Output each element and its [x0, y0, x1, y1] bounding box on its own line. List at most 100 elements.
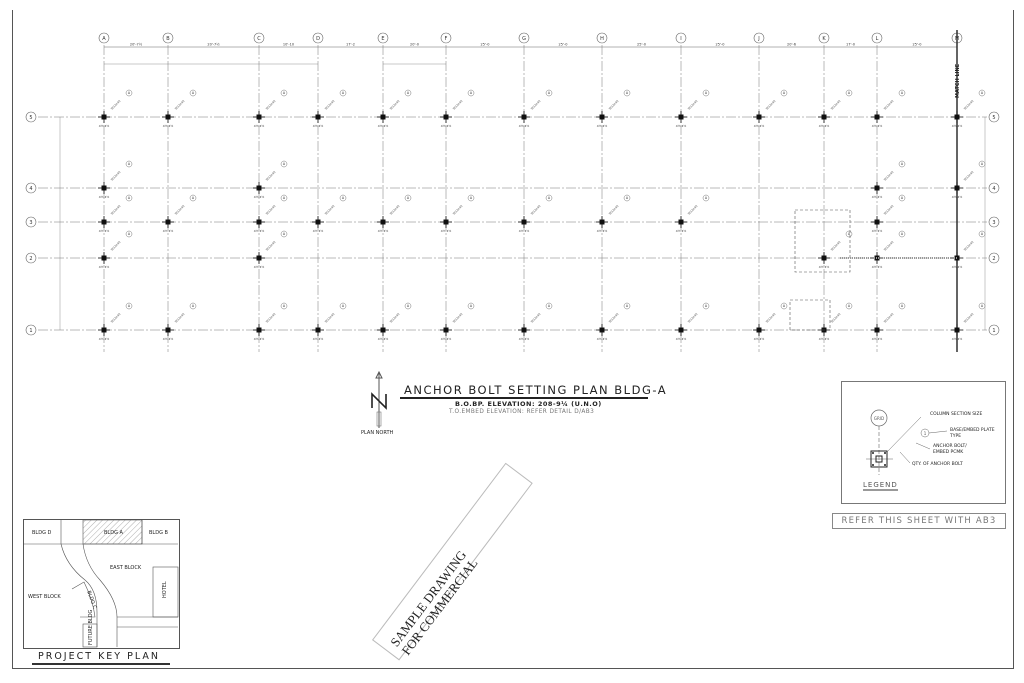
grid-label-5-right: 5 — [992, 115, 995, 121]
plate-type-bubble — [125, 302, 133, 310]
plate-type-label: A — [128, 91, 131, 95]
bolt-spacing-label: 4½ 4½ — [378, 337, 389, 341]
column-size-label: W12x40 — [608, 99, 620, 111]
bolt-spacing-label: 4½ 4½ — [254, 124, 265, 128]
plate-type-bubble — [898, 230, 906, 238]
plate-type-label: A — [128, 196, 131, 200]
column-size-label: W12x40 — [110, 170, 122, 182]
column-size-label: W12x40 — [830, 240, 842, 252]
bolt-spacing-label: 4½ 4½ — [872, 195, 883, 199]
bolt-spacing-label: 4½ 4½ — [597, 229, 608, 233]
plate-type-label: A — [192, 91, 195, 95]
plate-type-label: A — [470, 91, 473, 95]
column-size-label: W12x40 — [452, 204, 464, 216]
bolt-spacing-label: 4½ 4½ — [99, 195, 110, 199]
bolt-spacing-label: 4½ 4½ — [597, 124, 608, 128]
bolt-spacing-label: 4½ 4½ — [754, 124, 765, 128]
column-size-label: W12x40 — [830, 99, 842, 111]
grid-bubble-4-right — [988, 182, 1000, 194]
plate-type-label: A — [705, 91, 708, 95]
grid-label-K: K — [822, 36, 826, 42]
dimension-text: 10'-10 — [283, 43, 294, 47]
dimension-text: 25'-0 — [481, 43, 490, 47]
dimension-text: 17'-0 — [846, 43, 855, 47]
column-size-label: W12x40 — [963, 240, 975, 252]
column-size-label: W12x40 — [963, 312, 975, 324]
sheet-border — [12, 10, 1014, 669]
opening-outline — [789, 299, 831, 331]
bolt-spacing-label: 4½ 4½ — [519, 229, 530, 233]
plate-type-label: A — [128, 304, 131, 308]
plate-type-label: A — [342, 196, 345, 200]
plate-type-bubble — [845, 230, 853, 238]
grid-bubble-1-right — [988, 324, 1000, 336]
bolt-spacing-label: 4½ 4½ — [952, 195, 963, 199]
dimension-text: 25'-0 — [716, 43, 725, 47]
column-size-label: W12x40 — [389, 99, 401, 111]
plate-type-label: A — [342, 304, 345, 308]
grid-bubble-2 — [25, 252, 37, 264]
plate-type-bubble — [702, 194, 710, 202]
bolt-spacing-label: 4½ 4½ — [441, 124, 452, 128]
column-size-label: W12x40 — [830, 312, 842, 324]
key-plan-future-bldg: FUTURE BLDG — [88, 609, 94, 645]
plate-type-label: A — [470, 304, 473, 308]
plate-type-bubble — [125, 160, 133, 168]
plate-type-label: A — [192, 304, 195, 308]
dimension-text: 20'-7½ — [130, 43, 143, 47]
key-plan-bldg-d: BLDG D — [32, 530, 52, 536]
column-size-label: W12x40 — [389, 204, 401, 216]
legend-title: LEGEND — [863, 481, 898, 491]
column-size-label: W12x40 — [174, 312, 186, 324]
key-plan-east-block: EAST BLOCK — [110, 565, 142, 571]
column-size-label: W12x40 — [963, 170, 975, 182]
plate-type-bubble — [339, 89, 347, 97]
plate-type-bubble — [280, 302, 288, 310]
grid-bubble-I — [675, 32, 687, 44]
plate-type-label: A — [407, 91, 410, 95]
plate-type-bubble — [339, 194, 347, 202]
grid-label-4-right: 4 — [992, 186, 995, 192]
plate-type-bubble — [189, 194, 197, 202]
plate-type-bubble — [623, 302, 631, 310]
bolt-spacing-label: 4½ 4½ — [676, 337, 687, 341]
plate-type-label: A — [901, 91, 904, 95]
column-size-label: W12x40 — [530, 204, 542, 216]
refer-note: REFER THIS SHEET WITH AB3 — [832, 513, 1006, 529]
column-size-label: W12x40 — [324, 204, 336, 216]
plate-type-label: A — [901, 304, 904, 308]
column-size-label: W12x40 — [883, 240, 895, 252]
grid-bubble-2-right — [988, 252, 1000, 264]
bolt-spacing-label: 4½ 4½ — [99, 229, 110, 233]
plate-type-bubble — [125, 89, 133, 97]
bolt-spacing-label: 4½ 4½ — [254, 195, 265, 199]
bolt-spacing-label: 4½ 4½ — [519, 124, 530, 128]
column-size-label: W12x40 — [687, 312, 699, 324]
column-size-label: W12x40 — [265, 204, 277, 216]
bop-elevation: B.O.BP. ELEVATION: 208-9¼ (U.N.O) — [455, 400, 602, 408]
grid-bubble-L — [871, 32, 883, 44]
bolt-spacing-label: 4½ 4½ — [819, 265, 830, 269]
plate-type-label: A — [342, 91, 345, 95]
grid-bubble-K — [818, 32, 830, 44]
plate-type-label: A — [705, 196, 708, 200]
plate-type-label: A — [901, 232, 904, 236]
bolt-spacing-label: 4½ 4½ — [99, 265, 110, 269]
plate-type-bubble — [467, 194, 475, 202]
grid-label-4: 4 — [29, 186, 32, 192]
bolt-spacing-label: 4½ 4½ — [441, 229, 452, 233]
plate-type-label: A — [283, 91, 286, 95]
legend-item-qty: QTY. OF ANCHOR BOLT — [912, 462, 963, 467]
column-size-label: W12x40 — [110, 240, 122, 252]
key-plan-title: PROJECT KEY PLAN — [38, 651, 160, 662]
plate-type-bubble — [404, 89, 412, 97]
plate-type-label: A — [283, 304, 286, 308]
grid-label-2: 2 — [29, 256, 32, 262]
grid-label-5: 5 — [29, 115, 32, 121]
key-plan-west-block: WEST BLOCK — [28, 594, 61, 600]
plate-type-label: A — [705, 304, 708, 308]
grid-bubble-F — [440, 32, 452, 44]
plate-type-bubble — [623, 194, 631, 202]
bolt-spacing-label: 4½ 4½ — [313, 229, 324, 233]
plate-type-bubble — [702, 302, 710, 310]
